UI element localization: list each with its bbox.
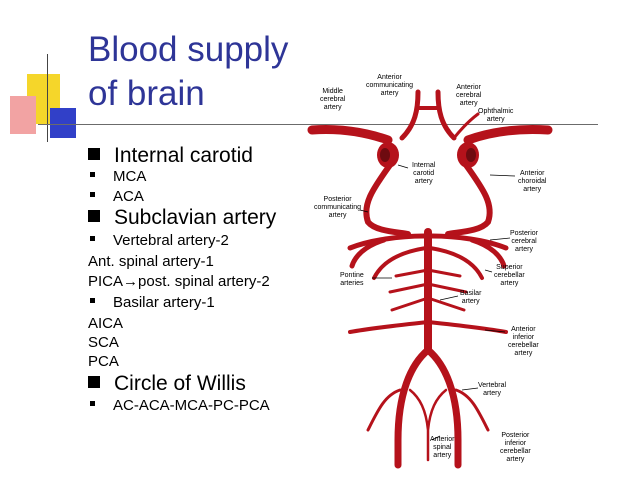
text-ant-spinal: Ant. spinal artery-1 <box>88 253 214 270</box>
vertebral-left <box>394 346 432 469</box>
bullet-vertebral-artery: Vertebral artery-2 <box>88 232 229 249</box>
small-bullet-icon <box>90 192 95 197</box>
vertebral-right <box>424 346 462 469</box>
title-line-2: of brain <box>88 74 205 113</box>
square-bullet-icon <box>88 376 100 388</box>
pontine-right <box>426 268 468 312</box>
bullet-aca: ACA <box>88 188 144 205</box>
bullet-subclavian-artery: Subclavian artery <box>88 206 276 230</box>
superior-cerebellar-right <box>428 246 484 280</box>
aica-right <box>426 320 508 334</box>
ophthalmic-artery <box>452 112 480 140</box>
title-divider <box>38 124 598 125</box>
anterior-cerebral-right <box>435 89 457 141</box>
deco-pink-block <box>10 96 36 134</box>
pontine-left <box>388 268 430 312</box>
small-bullet-icon <box>90 298 95 303</box>
aica-left <box>348 320 430 334</box>
deco-blue-block <box>50 108 76 138</box>
label-leaders <box>359 164 516 441</box>
bullet-internal-carotid: Internal carotid <box>88 144 253 168</box>
posterior-cerebral-right <box>429 233 509 269</box>
anterior-spinal-artery <box>408 388 448 462</box>
right-loop-artery <box>445 162 493 237</box>
posterior-cerebral-left <box>347 233 427 269</box>
superior-cerebellar-left <box>372 246 428 280</box>
square-bullet-icon <box>88 148 100 160</box>
pica-right <box>454 388 490 432</box>
small-bullet-icon <box>90 401 95 406</box>
bullet-circle-of-willis: Circle of Willis <box>88 372 246 396</box>
bullet-circle-sequence: AC-ACA-MCA-PC-PCA <box>88 397 270 414</box>
carotid-lumen-right <box>466 148 476 162</box>
text-pca: PCA <box>88 353 119 370</box>
bullet-basilar-artery: Basilar artery-1 <box>88 294 215 311</box>
anterior-cerebral-left <box>399 89 421 141</box>
text-aica: AICA <box>88 315 124 332</box>
small-bullet-icon <box>90 172 95 177</box>
bullet-mca: MCA <box>88 168 146 185</box>
small-bullet-icon <box>90 236 95 241</box>
text-sca: SCA <box>88 334 119 351</box>
middle-cerebral-artery <box>307 125 393 145</box>
brain-artery-diagram <box>307 89 553 469</box>
deco-vertical-line <box>47 54 48 142</box>
middle-cerebral-artery-right <box>463 125 553 145</box>
carotid-lumen-left <box>380 148 390 162</box>
pica-left <box>366 388 402 432</box>
square-bullet-icon <box>88 210 100 222</box>
slide-title: Blood supply of brain <box>88 28 318 116</box>
left-loop-artery <box>363 162 411 237</box>
text-pica: PICA→post. spinal artery-2 <box>88 273 270 290</box>
title-line-1: Blood supply <box>88 30 289 69</box>
